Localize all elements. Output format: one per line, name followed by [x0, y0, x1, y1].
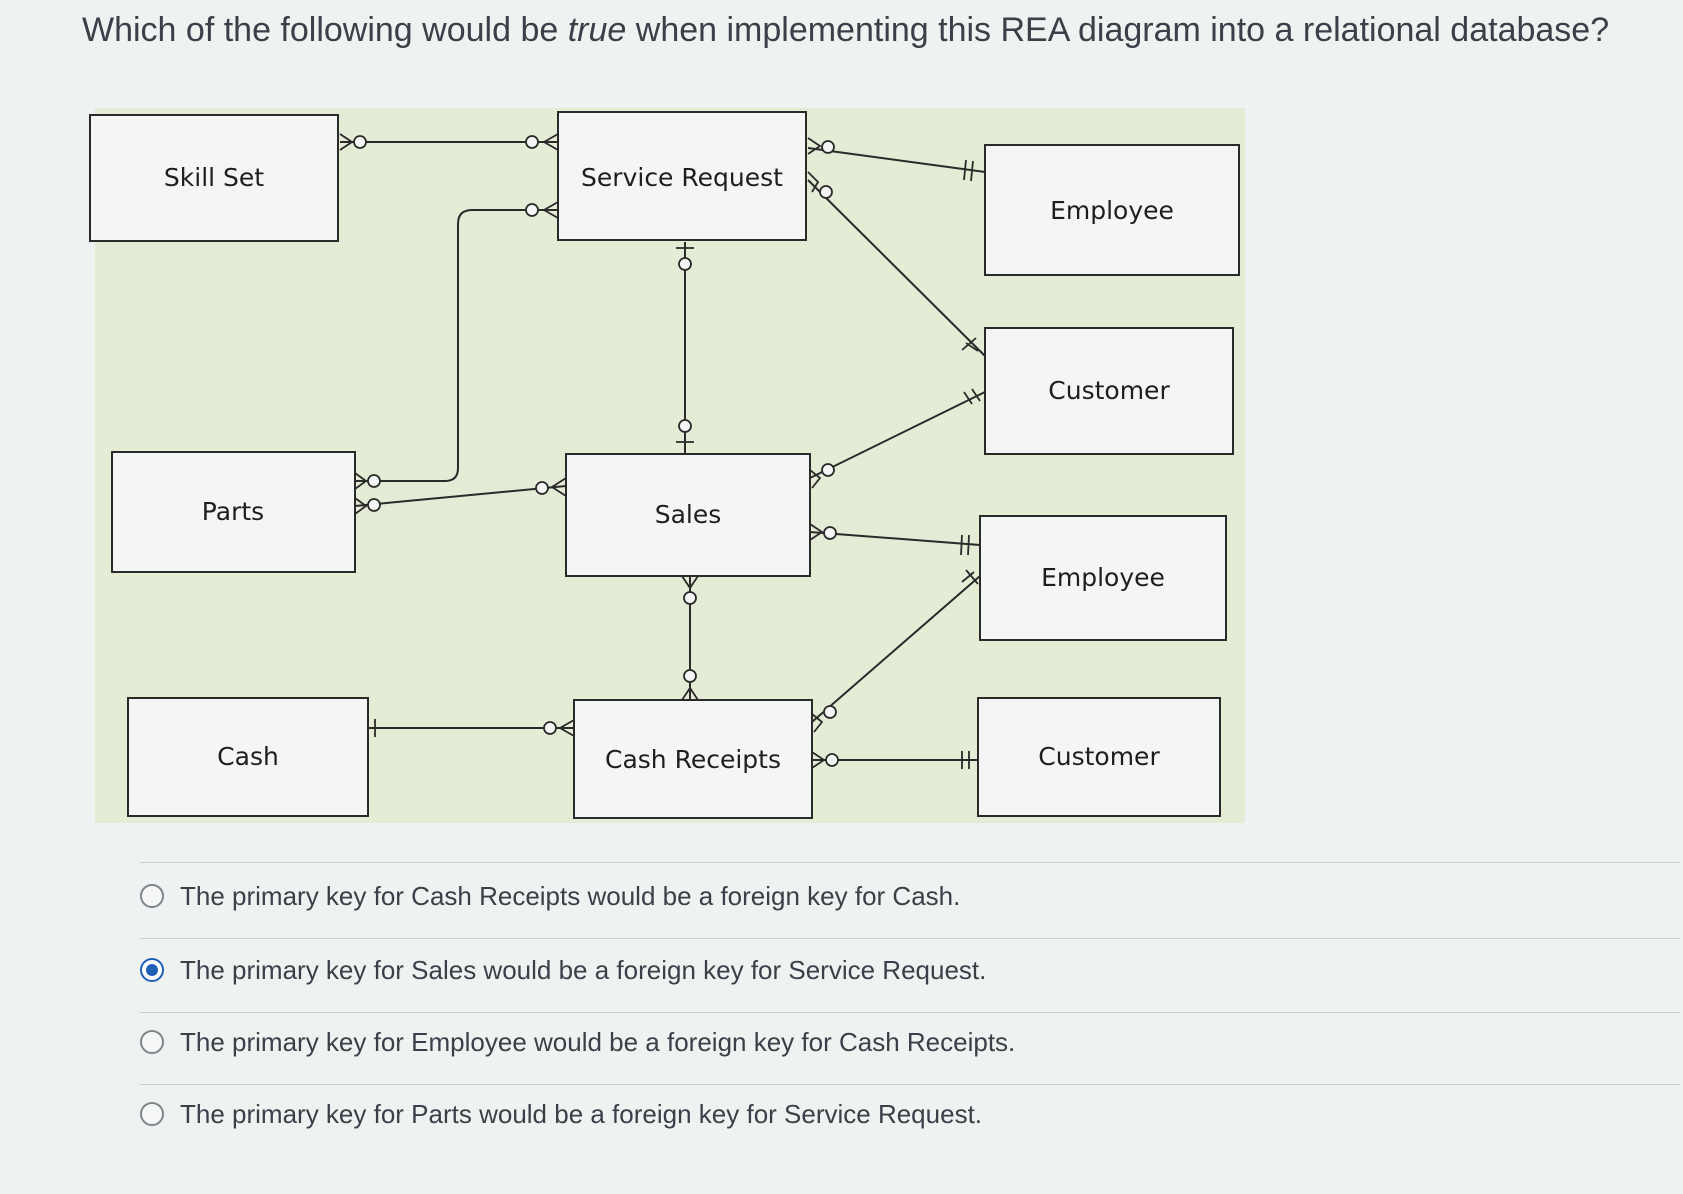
entity-parts: Parts — [111, 451, 356, 573]
entity-skill-set: Skill Set — [89, 114, 339, 242]
relationship-lines — [340, 141, 986, 761]
question-suffix: when implementing this REA diagram into … — [626, 11, 1610, 49]
divider — [140, 862, 1680, 863]
divider — [140, 1012, 1680, 1013]
option-2[interactable]: The primary key for Sales would be a for… — [140, 950, 986, 990]
radio-button-selected[interactable] — [140, 958, 164, 982]
line-sales-customer — [809, 391, 986, 479]
cardinality-symbols — [339, 133, 981, 769]
line-servicerequest-employee — [807, 147, 986, 173]
radio-button[interactable] — [140, 1030, 164, 1054]
entity-employee-2: Employee — [979, 515, 1227, 641]
line-parts-sales — [354, 485, 567, 507]
divider — [140, 1084, 1680, 1085]
question-emphasis: true — [567, 11, 627, 49]
entity-label: Skill Set — [164, 163, 264, 192]
option-text: The primary key for Cash Receipts would … — [180, 880, 961, 911]
entity-label: Customer — [1048, 376, 1170, 405]
option-text: The primary key for Employee would be a … — [180, 1026, 1016, 1057]
entity-cash-receipts: Cash Receipts — [573, 699, 813, 819]
entity-sales: Sales — [565, 453, 811, 577]
line-servicerequest-customer — [807, 179, 986, 357]
option-text: The primary key for Sales would be a for… — [180, 954, 987, 985]
entity-label: Customer — [1038, 742, 1160, 771]
option-1[interactable]: The primary key for Cash Receipts would … — [140, 876, 960, 916]
entity-label: Cash — [217, 742, 279, 771]
entity-cash: Cash — [127, 697, 369, 817]
entity-service-request: Service Request — [557, 111, 807, 241]
entity-label: Employee — [1041, 563, 1165, 592]
line-sales-employee — [809, 531, 981, 546]
entity-label: Service Request — [581, 163, 783, 192]
radio-button[interactable] — [140, 1102, 164, 1126]
radio-button[interactable] — [140, 884, 164, 908]
question-prefix: Which of the following would be — [82, 11, 568, 49]
entity-label: Employee — [1050, 196, 1174, 225]
option-text: The primary key for Parts would be a for… — [180, 1098, 983, 1129]
option-4[interactable]: The primary key for Parts would be a for… — [140, 1094, 982, 1134]
entity-employee-1: Employee — [984, 144, 1240, 276]
question-text: Which of the following would be true whe… — [82, 6, 1642, 54]
entity-label: Cash Receipts — [605, 745, 781, 774]
entity-customer-2: Customer — [977, 697, 1221, 817]
rea-diagram: Skill Set Service Request Employee Custo… — [89, 111, 1240, 819]
line-cashreceipts-employee — [811, 575, 981, 723]
line-parts-servicerequest — [355, 209, 558, 482]
entity-label: Sales — [655, 500, 722, 529]
entity-customer-1: Customer — [984, 327, 1234, 455]
divider — [140, 938, 1680, 939]
option-3[interactable]: The primary key for Employee would be a … — [140, 1022, 1015, 1062]
entity-label: Parts — [202, 497, 264, 526]
